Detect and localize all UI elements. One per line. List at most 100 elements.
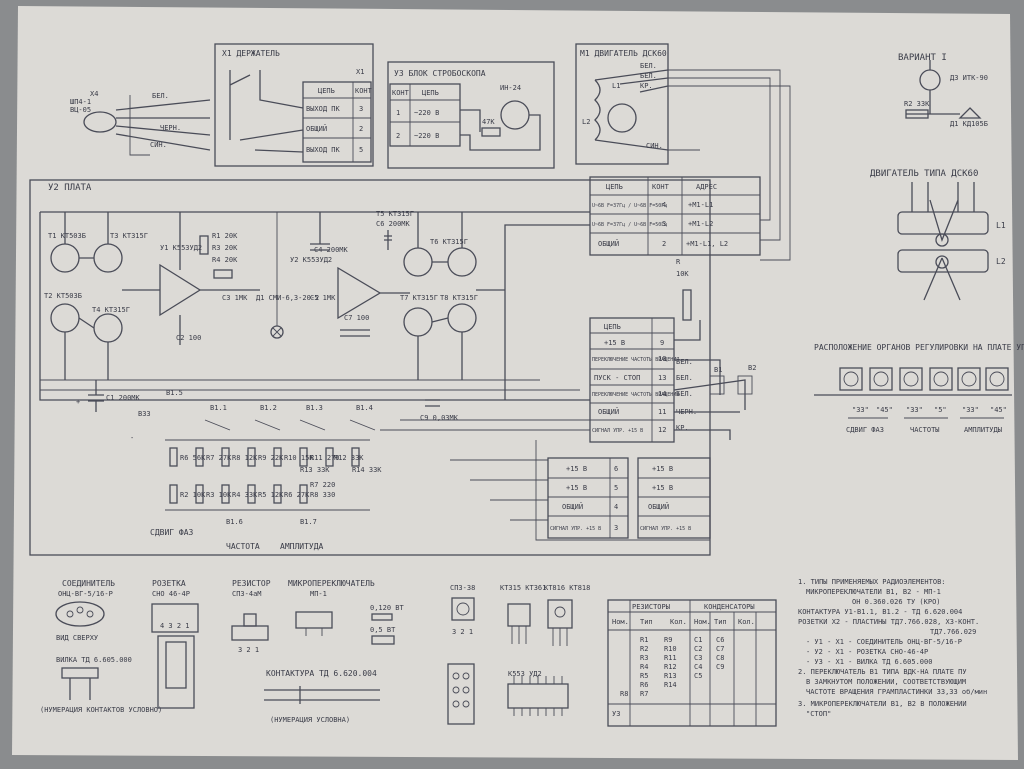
svg-text:Тип: Тип xyxy=(640,618,653,626)
svg-text:В1: В1 xyxy=(714,366,722,374)
svg-text:+15 В: +15 В xyxy=(652,465,673,473)
svg-text:ВИД СВЕРХУ: ВИД СВЕРХУ xyxy=(56,634,98,642)
svg-text:"45": "45" xyxy=(990,406,1007,414)
svg-text:5: 5 xyxy=(359,146,363,154)
svg-text:R4 33К: R4 33К xyxy=(232,491,258,499)
svg-text:Ном.: Ном. xyxy=(612,618,629,626)
svg-text:ЧАСТОТЕ ВРАЩЕНИЯ ГРАМПЛАСТИНКИ: ЧАСТОТЕ ВРАЩЕНИЯ ГРАМПЛАСТИНКИ 33,33 об/… xyxy=(806,688,987,696)
svg-text:R3: R3 xyxy=(640,654,648,662)
svg-text:С6: С6 xyxy=(716,636,724,644)
svg-text:КОНТ: КОНТ xyxy=(392,89,410,97)
svg-text:С1 200МК: С1 200МК xyxy=(106,394,141,402)
svg-text:X4: X4 xyxy=(90,90,98,98)
legend-connector: СОЕДИНИТЕЛЬ ОНЦ-ВГ-5/16-Р ВИД СВЕРХУ ВИЛ… xyxy=(40,579,162,714)
svg-text:R14: R14 xyxy=(664,681,677,689)
svg-text:3: 3 xyxy=(359,105,363,113)
svg-text:В ЗАМКНУТОМ ПОЛОЖЕНИИ, СООТВЕТ: В ЗАМКНУТОМ ПОЛОЖЕНИИ, СООТВЕТСТВУЮЩИМ xyxy=(806,678,966,686)
svg-text:2: 2 xyxy=(662,240,666,248)
svg-text:3 2 1: 3 2 1 xyxy=(238,646,259,654)
svg-text:R10: R10 xyxy=(664,645,677,653)
svg-text:R6 27К: R6 27К xyxy=(284,491,310,499)
svg-text:R7 220: R7 220 xyxy=(310,481,335,489)
svg-text:ЦЕПЬ: ЦЕПЬ xyxy=(606,183,623,191)
svg-text:У2 К553УД2: У2 К553УД2 xyxy=(290,256,332,264)
svg-text:+М1-L1, L2: +М1-L1, L2 xyxy=(686,240,728,248)
svg-text:ДВИГАТЕЛЬ ТИПА ДСК60: ДВИГАТЕЛЬ ТИПА ДСК60 xyxy=(870,169,978,179)
svg-text:R6 56К: R6 56К xyxy=(180,454,206,462)
svg-text:СП3-4аМ: СП3-4аМ xyxy=(232,590,262,598)
svg-text:6: 6 xyxy=(614,465,618,473)
svg-text:2: 2 xyxy=(396,132,400,140)
block-m1-motor: М1 ДВИГАТЕЛЬ ДСК60 L1 L2 БЕЛ. БЕЛ. КР. С… xyxy=(575,43,791,261)
legend-transistor-2: КТ816 КТ818 xyxy=(544,584,590,646)
svg-text:Т2 КТ503Б: Т2 КТ503Б xyxy=(44,292,82,300)
svg-text:0,5 ВТ: 0,5 ВТ xyxy=(370,626,396,634)
svg-text:3. МИКРОПЕРЕКЛЮЧАТЕЛИ В1, В2 В: 3. МИКРОПЕРЕКЛЮЧАТЕЛИ В1, В2 В ПОЛОЖЕНИИ xyxy=(798,700,967,708)
svg-text:"33": "33" xyxy=(852,406,869,414)
svg-text:ОБЩИЙ: ОБЩИЙ xyxy=(562,502,583,511)
svg-text:ТД7.766.029: ТД7.766.029 xyxy=(930,628,976,636)
svg-text:U~6В F=37Гц / U~6В F=50Гц: U~6В F=37Гц / U~6В F=50Гц xyxy=(592,203,667,209)
svg-text:+: + xyxy=(76,398,80,406)
svg-text:С1: С1 xyxy=(694,636,702,644)
svg-text:У1 К553УД2: У1 К553УД2 xyxy=(160,244,202,252)
svg-text:С5: С5 xyxy=(694,672,702,680)
paper xyxy=(12,6,1018,760)
svg-text:+15 В: +15 В xyxy=(566,484,587,492)
svg-text:R13: R13 xyxy=(664,672,677,680)
svg-text:R2 10К: R2 10К xyxy=(180,491,206,499)
variant-one: ВАРИАНТ I Д3 ИТК-90 R2 33К Д1 КД105Б ДВИ… xyxy=(870,53,1006,301)
svg-text:В2: В2 xyxy=(748,364,756,372)
svg-text:БЕЛ.: БЕЛ. xyxy=(152,92,169,100)
svg-text:R14 33К: R14 33К xyxy=(352,466,382,474)
svg-text:+15 В: +15 В xyxy=(652,484,673,492)
svg-text:0,120 ВТ: 0,120 ВТ xyxy=(370,604,405,612)
svg-text:В1.7: В1.7 xyxy=(300,518,317,526)
svg-text:РОЗЕТКА: РОЗЕТКА xyxy=(152,579,186,588)
svg-text:С7: С7 xyxy=(716,645,724,653)
svg-text:R13 33К: R13 33К xyxy=(300,466,330,474)
svg-text:R9: R9 xyxy=(664,636,672,644)
svg-text:С9: С9 xyxy=(716,663,724,671)
svg-text:ЦЕПЬ: ЦЕПЬ xyxy=(318,87,335,95)
svg-text:АМПЛИТУДЫ: АМПЛИТУДЫ xyxy=(964,426,1002,434)
svg-text:3 2 1: 3 2 1 xyxy=(452,628,473,636)
svg-text:2: 2 xyxy=(359,125,363,133)
svg-text:Т1 КТ503Б: Т1 КТ503Б xyxy=(48,232,86,240)
svg-text:С9 0,03МК: С9 0,03МК xyxy=(420,414,459,422)
svg-text:ИН-24: ИН-24 xyxy=(500,84,521,92)
connector-x4: X4 ШП4-1 ВЦ-05 БЕЛ. ЧЕРН. СИН. xyxy=(70,90,211,156)
svg-text:3: 3 xyxy=(614,524,618,532)
svg-text:БЕЛ.: БЕЛ. xyxy=(640,72,657,80)
svg-text:ОНЦ-ВГ-5/16-Р: ОНЦ-ВГ-5/16-Р xyxy=(58,590,113,598)
svg-text:Т3 КТ315Г: Т3 КТ315Г xyxy=(110,232,148,240)
svg-text:АДРЕС: АДРЕС xyxy=(696,183,717,191)
svg-text:ЧАСТОТА: ЧАСТОТА xyxy=(226,542,260,551)
svg-text:"5": "5" xyxy=(934,406,947,414)
svg-text:Ном.: Ном. xyxy=(694,618,711,626)
svg-text:К553 УД2: К553 УД2 xyxy=(508,670,542,678)
svg-text:СОЕДИНИТЕЛЬ: СОЕДИНИТЕЛЬ xyxy=(62,579,115,588)
svg-text:R4 20К: R4 20К xyxy=(212,256,238,264)
svg-text:РОЗЕТКИ Х2 - ПЛАСТИНЫ ТД7.766.: РОЗЕТКИ Х2 - ПЛАСТИНЫ ТД7.766.028, ХЗ-КО… xyxy=(798,618,979,626)
svg-text:Кол.: Кол. xyxy=(738,618,755,626)
svg-text:ВЦ-05: ВЦ-05 xyxy=(70,106,91,114)
svg-text:СИН.: СИН. xyxy=(646,142,663,150)
svg-text:"45": "45" xyxy=(876,406,893,414)
power-table-left: +15 В 6 +15 В 5 ОБЩИЙ 4 СИГНАЛ УПР. +15 … xyxy=(547,457,629,539)
svg-text:СНО 46-4Р: СНО 46-4Р xyxy=(152,590,190,598)
svg-text:ПУСК - СТОП: ПУСК - СТОП xyxy=(594,374,640,382)
svg-text:С6 200МК: С6 200МК xyxy=(376,220,411,228)
legend-resistor: РЕЗИСТОР СП3-4аМ 3 2 1 xyxy=(231,579,271,654)
svg-text:L2: L2 xyxy=(582,118,590,126)
svg-text:- У1 - Х1 - СОЕДИНИТЕЛЬ ОНЦ-ВГ: - У1 - Х1 - СОЕДИНИТЕЛЬ ОНЦ-ВГ-5/16-Р xyxy=(806,638,962,646)
svg-text:47К: 47К xyxy=(482,118,495,126)
svg-text:С3: С3 xyxy=(694,654,702,662)
svg-text:БЕЛ.: БЕЛ. xyxy=(676,374,693,382)
svg-text:Т4 КТ315Г: Т4 КТ315Г xyxy=(92,306,130,314)
svg-text:С5 1МК: С5 1МК xyxy=(310,294,336,302)
svg-text:X1: X1 xyxy=(356,68,364,76)
svg-text:X1 ДЕРЖАТЕЛЬ: X1 ДЕРЖАТЕЛЬ xyxy=(222,49,280,58)
svg-text:ЦЕПЬ: ЦЕПЬ xyxy=(422,89,439,97)
